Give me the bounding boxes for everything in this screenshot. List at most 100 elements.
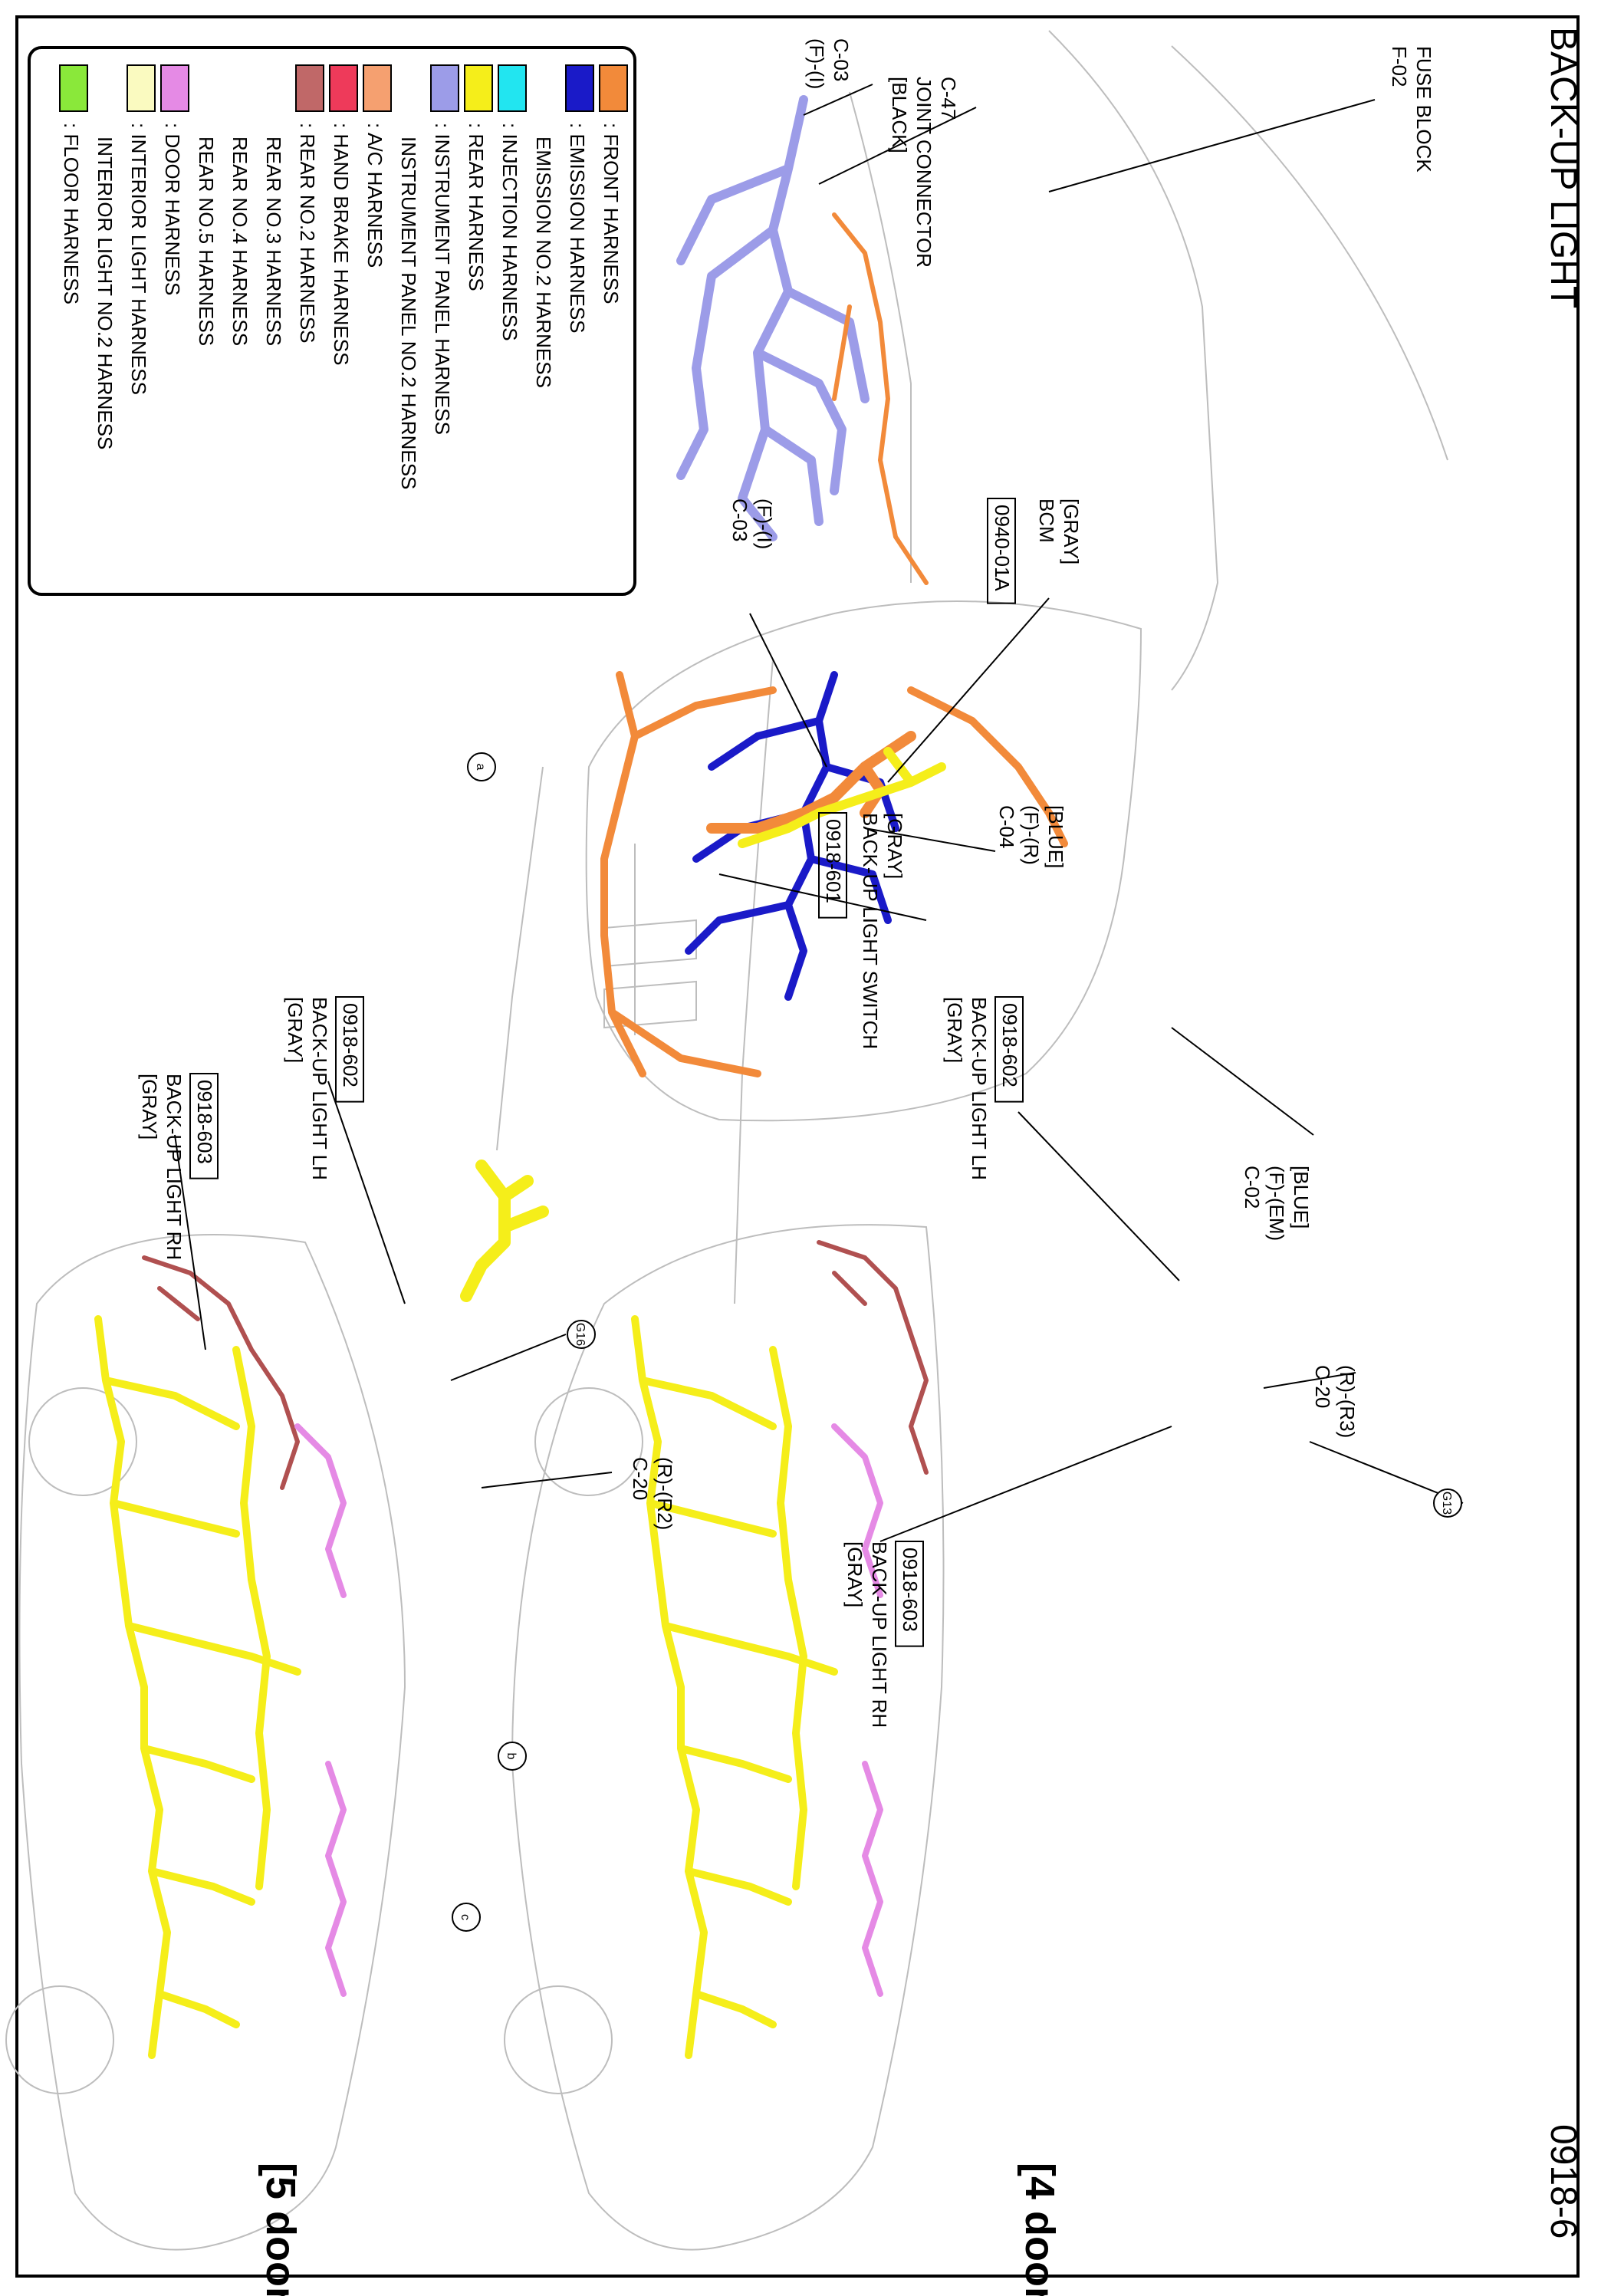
marker-a: a	[474, 764, 487, 771]
backup-light-lh-5door-code-box	[335, 996, 364, 1103]
marker-b: b	[505, 1753, 518, 1760]
c02-leader	[1171, 1027, 1314, 1136]
backup-light-lh-4door-code-box	[994, 996, 1024, 1103]
switch-leader	[718, 873, 927, 921]
c02-label: [BLUE]	[1290, 1166, 1313, 1229]
legend-swatch	[464, 64, 493, 112]
c03-mid-label: C-03	[728, 498, 751, 541]
c04-label: (F)-(R)	[1020, 805, 1043, 865]
legend-swatch	[127, 64, 156, 112]
legend-swatch	[295, 64, 324, 112]
legend-label: : EMISSION HARNESS	[566, 123, 589, 334]
page-title: BACK-UP LIGHT	[1543, 27, 1583, 308]
legend-label: : REAR HARNESS	[465, 123, 488, 291]
four-door-door-harness	[831, 1423, 883, 1997]
backup-light-rh-4door-code: 0918-603	[899, 1548, 922, 1632]
legend-swatch	[430, 64, 459, 112]
front-harness-engine	[600, 671, 1068, 1077]
legend-label: : HAND BRAKE HARNESS	[330, 123, 353, 365]
five-door-rear-no2-harness	[142, 1255, 300, 1490]
five-door-rear-harness	[94, 1315, 301, 2059]
harness-bundles	[94, 95, 1068, 2059]
legend-label: : REAR NO.2 HARNESS	[296, 123, 319, 344]
backup-light-lh-4door-code: 0918-602	[998, 1003, 1021, 1087]
g16-leader	[450, 1334, 567, 1381]
c20-5door-label: (R)-(R2)	[653, 1457, 676, 1530]
c04-label: [BLUE]	[1044, 805, 1067, 868]
backup-light-rh-5door-code: 0918-603	[193, 1080, 216, 1164]
legend-label: INSTRUMENT PANEL NO.2 HARNESS	[397, 137, 420, 489]
c20-4door-label: (R)-(R3)	[1336, 1365, 1359, 1438]
lh4-leader	[1017, 1111, 1180, 1281]
dashboard-outline	[849, 30, 1448, 691]
c03-mid-leader	[749, 613, 827, 768]
legend-label: INTERIOR LIGHT NO.2 HARNESS	[94, 137, 117, 449]
legend-label: REAR NO.3 HARNESS	[262, 137, 285, 346]
legend-swatch	[363, 64, 392, 112]
legend-label: EMISSION NO.2 HARNESS	[532, 137, 555, 388]
four-door-wheel-front	[534, 1387, 643, 1496]
c02-label: (F)-(EM)	[1265, 1166, 1288, 1241]
legend-box	[28, 46, 636, 596]
backup-light-rh-4door-label: [GRAY]	[843, 1541, 866, 1607]
backup-light-switch-code: 0918-601	[822, 819, 845, 903]
marker-c: c	[459, 1914, 472, 1920]
legend-label: : FRONT HARNESS	[600, 123, 623, 304]
ground-g16: G16	[574, 1323, 587, 1346]
four-door-rear-no2-harness	[817, 1240, 929, 1475]
rear-harness-console-lower	[460, 1160, 549, 1302]
c47-joint-connector-label: JOINT CONNECTOR	[912, 77, 935, 268]
c47-joint-connector-label: C-47	[937, 77, 960, 120]
legend-swatch	[599, 64, 628, 112]
legend-swatch	[329, 64, 358, 112]
backup-light-rh-5door-code-box	[189, 1073, 219, 1179]
console-outline	[496, 659, 774, 1304]
five-door-door-harness	[294, 1423, 347, 1997]
instrument-panel-harness	[676, 95, 870, 541]
backup-light-rh-5door-label: BACK-UP LIGHT RH	[163, 1074, 186, 1260]
c04-label: C-04	[995, 805, 1018, 848]
c03-top-leader	[803, 84, 873, 116]
front-harness-ip	[832, 212, 929, 585]
bcm-code: 0940-01A	[991, 505, 1014, 591]
backup-light-rh-4door-code-box	[895, 1541, 924, 1647]
legend-label: REAR NO.4 HARNESS	[228, 137, 251, 346]
backup-light-lh-4door-label: BACK-UP LIGHT LH	[968, 997, 991, 1180]
bcm-code-box	[987, 498, 1016, 604]
legend-label: : DOOR HARNESS	[161, 123, 184, 295]
fuse-block-label: FUSE BLOCK	[1412, 46, 1435, 173]
four-door-caption: [4 door]	[1017, 2163, 1063, 2296]
ground-g16-circle	[567, 1320, 596, 1349]
bcm-label: [GRAY]	[1060, 498, 1083, 564]
legend-swatch	[498, 64, 527, 112]
c47-leader	[818, 107, 977, 185]
four-door-body-outline	[511, 1224, 945, 2251]
legend-label: REAR NO.5 HARNESS	[195, 137, 218, 346]
leader-lines	[174, 84, 1464, 1542]
rear-harness-console	[738, 747, 946, 848]
five-door-wheel-front	[28, 1387, 137, 1496]
backup-light-rh-4door-label: BACK-UP LIGHT RH	[868, 1541, 891, 1728]
c20-4-leader	[1263, 1372, 1356, 1389]
legend-swatch	[565, 64, 594, 112]
legend-swatch	[160, 64, 189, 112]
backup-light-lh-5door-code: 0918-602	[339, 1003, 362, 1087]
rh5-leader	[174, 1134, 206, 1350]
fuse-block-label: F-02	[1388, 46, 1411, 87]
legend-label: : INJECTION HARNESS	[498, 123, 521, 341]
bcm-label: BCM	[1035, 498, 1058, 543]
ground-g13-circle	[1433, 1488, 1462, 1518]
backup-light-lh-5door-label: [GRAY]	[284, 997, 307, 1063]
backup-light-switch-code-box	[818, 812, 847, 919]
five-door-wheel-rear	[5, 1985, 114, 2094]
c20-4door-label: C-20	[1311, 1365, 1334, 1408]
c03-mid-label: (F)-(I)	[753, 498, 776, 549]
backup-light-rh-5door-label: [GRAY]	[138, 1074, 161, 1140]
backup-light-lh-4door-label: [GRAY]	[943, 997, 966, 1063]
page-border	[15, 15, 1580, 2278]
legend-label: : INSTRUMENT PANEL HARNESS	[431, 123, 454, 435]
